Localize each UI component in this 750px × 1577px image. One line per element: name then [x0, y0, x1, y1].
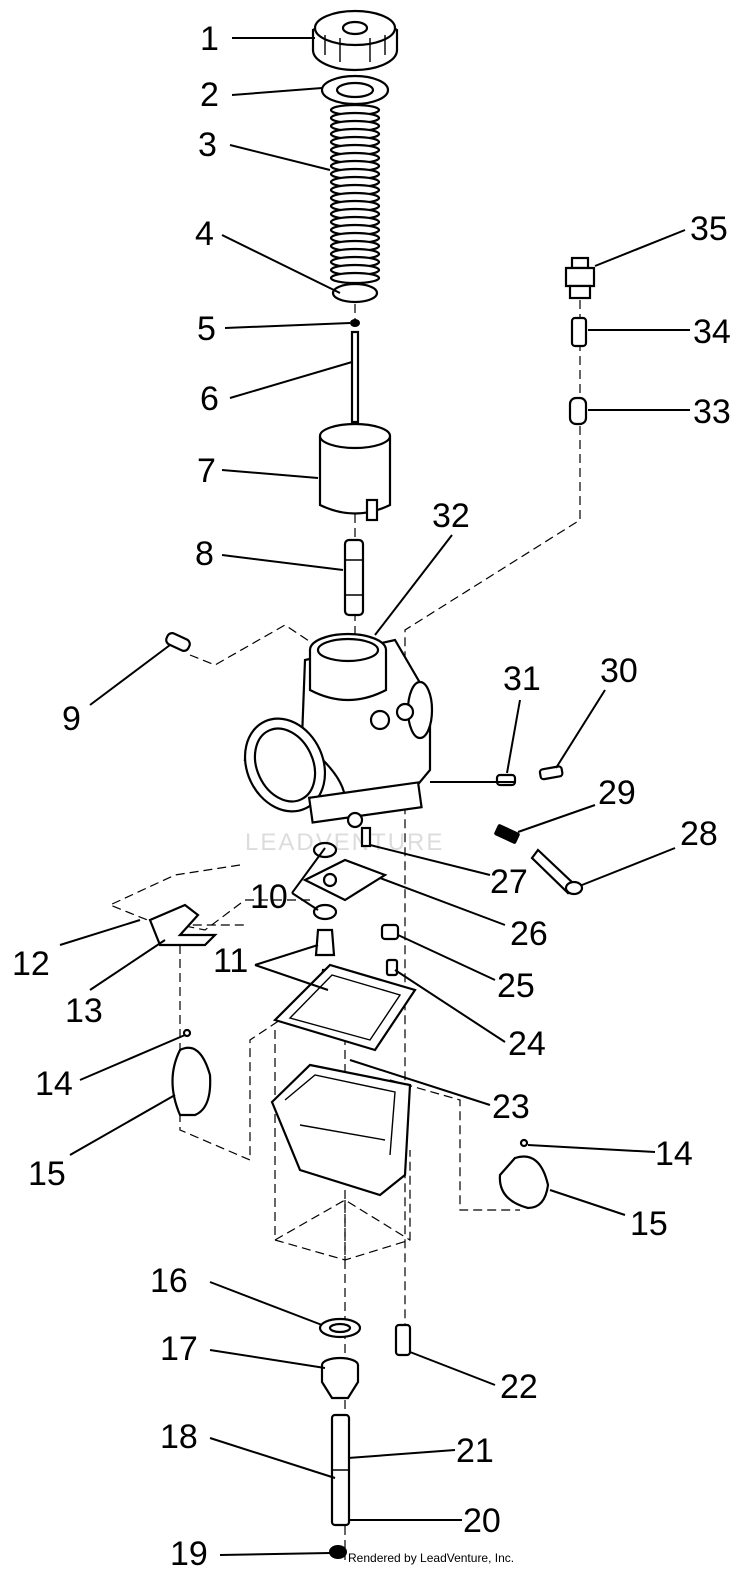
washer-part — [320, 74, 390, 106]
screw-31-part — [495, 773, 517, 787]
callout-10: 10 — [250, 878, 288, 916]
drain-bolt-part — [394, 1323, 412, 1357]
clip-part — [350, 319, 360, 327]
callout-19: 19 — [170, 1535, 208, 1573]
callout-24: 24 — [508, 1025, 546, 1063]
callout-5: 5 — [197, 310, 216, 348]
screw-28-part — [530, 848, 584, 896]
callout-18: 18 — [160, 1418, 198, 1456]
callout-6: 6 — [200, 380, 219, 418]
callout-25: 25 — [497, 967, 535, 1005]
spring-part — [329, 103, 381, 285]
carburetor-body-part — [243, 632, 434, 829]
callout-1: 1 — [200, 20, 219, 58]
callout-12: 12 — [12, 945, 50, 983]
cap-part — [311, 9, 399, 72]
bowl-gasket-part — [272, 963, 417, 1052]
float-left-part — [171, 1028, 212, 1117]
callout-26: 26 — [510, 915, 548, 953]
callout-15: 15 — [28, 1155, 66, 1193]
callout-8: 8 — [195, 535, 214, 573]
callout-35: 35 — [690, 210, 728, 248]
leader-lines — [59, 37, 690, 1556]
callout-4: 4 — [195, 215, 214, 253]
callout-22: 22 — [500, 1368, 538, 1406]
needle-jet-part — [343, 538, 365, 617]
callout-27: 27 — [490, 863, 528, 901]
callout-20: 20 — [463, 1502, 501, 1540]
callout-34: 34 — [693, 313, 731, 351]
callout-2: 2 — [200, 76, 219, 114]
pilot-jet-part — [380, 923, 400, 977]
needle-part — [350, 330, 360, 424]
callout-7: 7 — [197, 452, 216, 490]
watermark: LEADVENTURE — [245, 829, 444, 856]
callout-9: 9 — [62, 700, 81, 738]
callout-21: 21 — [456, 1432, 494, 1470]
callout-30: 30 — [600, 652, 638, 690]
float-right-part — [498, 1138, 550, 1210]
bowl-washer-part — [318, 1317, 362, 1339]
main-jet-holder-part — [320, 1356, 360, 1400]
callout-labels: 1 2 3 4 5 6 7 8 9 10 11 12 13 14 15 16 1… — [12, 20, 731, 1573]
callout-17: 17 — [160, 1330, 198, 1368]
fitting-35-part — [564, 256, 596, 300]
callout-32: 32 — [432, 497, 470, 535]
gasket-rings-part — [312, 841, 338, 921]
spring-coil — [329, 271, 381, 285]
spring-34-part — [570, 316, 588, 348]
screw-30-part — [538, 765, 564, 781]
callout-14-right: 14 — [655, 1135, 693, 1173]
bottom-nut-part — [329, 1545, 347, 1559]
callout-29: 29 — [598, 774, 636, 812]
spring-29-part — [494, 824, 520, 844]
float-bowl-part — [270, 1063, 412, 1197]
footer-credit: Rendered by LeadVenture, Inc. — [348, 1551, 514, 1565]
callout-13: 13 — [65, 992, 103, 1030]
callout-11: 11 — [213, 942, 248, 980]
callout-23: 23 — [492, 1088, 530, 1126]
callout-3: 3 — [198, 126, 217, 164]
plunger-33-part — [568, 396, 588, 426]
callout-14: 14 — [35, 1065, 73, 1103]
callout-31: 31 — [503, 660, 541, 698]
callout-33: 33 — [693, 393, 731, 431]
pilot-screw-part — [165, 632, 191, 652]
emulsion-tube-part — [330, 1413, 351, 1527]
retainer-plate-part — [331, 282, 379, 304]
throttle-valve-part — [318, 422, 392, 522]
callout-16: 16 — [150, 1262, 188, 1300]
pin-part — [360, 826, 372, 848]
callout-28: 28 — [680, 815, 718, 853]
callout-15-right: 15 — [630, 1205, 668, 1243]
float-arm-part — [148, 903, 218, 947]
arm-bracket-part — [302, 858, 388, 902]
